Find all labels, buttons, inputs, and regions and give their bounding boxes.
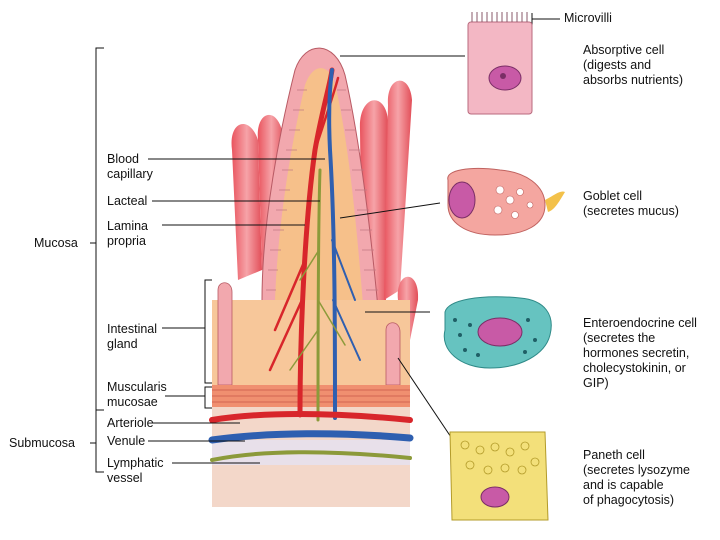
label-mucosa: Mucosa [34, 236, 78, 251]
label-venule: Venule [107, 434, 145, 449]
label-blood-capillary: Blood capillary [107, 152, 153, 182]
label-goblet-cell: Goblet cell (secretes mucus) [583, 189, 679, 219]
enteroendocrine-cell [444, 297, 551, 368]
label-microvilli: Microvilli [564, 11, 612, 26]
label-muscularis-mucosae: Muscularis mucosae [107, 380, 167, 410]
label-lamina-propria: Lamina propria [107, 219, 148, 249]
label-intestinal-gland: Intestinal gland [107, 322, 157, 352]
label-paneth-cell: Paneth cell (secretes lysozyme and is ca… [583, 448, 690, 508]
label-arteriole: Arteriole [107, 416, 154, 431]
label-submucosa: Submucosa [9, 436, 75, 451]
label-lymphatic-vessel: Lymphatic vessel [107, 456, 164, 486]
paneth-cell [450, 432, 548, 520]
mucosa-base [212, 283, 410, 507]
label-enteroendocrine-cell: Enteroendocrine cell (secretes the hormo… [583, 316, 697, 391]
label-lacteal: Lacteal [107, 194, 147, 209]
goblet-cell [448, 168, 565, 235]
absorptive-cell [468, 12, 532, 114]
label-absorptive-cell: Absorptive cell (digests and absorbs nut… [583, 43, 683, 88]
